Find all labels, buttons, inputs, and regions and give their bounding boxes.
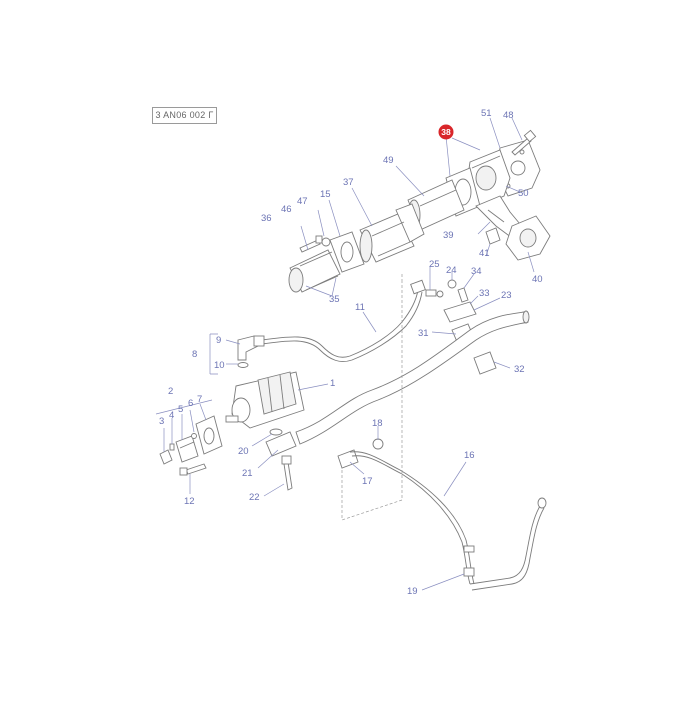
bolt-12 xyxy=(179,463,207,476)
callout-35: 35 xyxy=(329,294,340,305)
callout-21: 21 xyxy=(242,468,253,479)
callout-46: 46 xyxy=(281,204,292,215)
callout-18: 18 xyxy=(372,418,383,429)
callout-15: 15 xyxy=(320,189,331,200)
callout-37: 37 xyxy=(343,177,354,188)
callout-16: 16 xyxy=(464,450,475,461)
callout-2: 2 xyxy=(168,386,173,397)
fitting-19 xyxy=(463,567,475,577)
callout-24: 24 xyxy=(446,265,457,276)
fitting-18 xyxy=(372,438,384,450)
callout-19: 19 xyxy=(407,586,418,597)
flange-21 xyxy=(265,431,297,457)
leader-lines xyxy=(163,117,535,591)
callout-3: 3 xyxy=(159,416,164,427)
callout-47: 47 xyxy=(297,196,308,207)
clamp-32 xyxy=(473,351,497,375)
bracket-8-lines xyxy=(209,333,218,375)
callout-32: 32 xyxy=(514,364,525,375)
group-2-line xyxy=(155,399,213,415)
nut-3 xyxy=(159,449,173,465)
o-ring-10 xyxy=(237,362,249,368)
callout-9: 9 xyxy=(216,335,221,346)
nut-47 xyxy=(321,237,331,247)
callout-41: 41 xyxy=(479,248,490,259)
callout-4: 4 xyxy=(169,410,174,421)
flange-gasket-15 xyxy=(329,231,365,273)
fitting-17 xyxy=(337,449,359,469)
callout-31: 31 xyxy=(418,328,429,339)
callout-23: 23 xyxy=(501,290,512,301)
bolt-22 xyxy=(281,455,293,491)
callout-39: 39 xyxy=(443,230,454,241)
guide-line-a xyxy=(341,274,403,521)
silencer-37 xyxy=(359,203,425,263)
bolt-48 xyxy=(511,129,537,156)
callout-22: 22 xyxy=(249,492,260,503)
hydraulic-pump-1 xyxy=(225,371,305,429)
callout-38[interactable]: 38 xyxy=(441,127,451,137)
coupling-5 xyxy=(175,435,199,463)
elbow-housing-50 xyxy=(465,149,511,207)
o-ring-20 xyxy=(269,428,283,436)
callout-34: 34 xyxy=(471,266,482,277)
highlighted-callout-38[interactable]: 38 xyxy=(438,124,454,140)
callout-17: 17 xyxy=(362,476,373,487)
callout-7: 7 xyxy=(197,394,202,405)
callout-12: 12 xyxy=(184,496,195,507)
pressure-line-16 xyxy=(349,451,547,591)
key-4 xyxy=(169,443,175,451)
callout-49: 49 xyxy=(383,155,394,166)
callout-11: 11 xyxy=(355,302,365,313)
gasket-7 xyxy=(195,415,223,455)
bracket-33 xyxy=(443,301,477,323)
callout-5: 5 xyxy=(178,404,183,415)
elbow-fitting-9 xyxy=(237,335,265,361)
callout-8: 8 xyxy=(192,349,197,360)
washer-24 xyxy=(447,279,457,289)
delivery-tube-23 xyxy=(295,310,530,445)
washer-6 xyxy=(191,433,197,439)
callout-33: 33 xyxy=(479,288,490,299)
hydraulic-line-11 xyxy=(261,279,426,362)
callout-labels: 1 2 3 4 5 6 7 8 9 10 11 12 15 16 17 18 1… xyxy=(159,108,543,597)
tailpipe-36 xyxy=(288,249,341,293)
callout-1: 1 xyxy=(330,378,335,389)
callout-6: 6 xyxy=(188,398,193,409)
callout-20: 20 xyxy=(238,446,249,457)
callout-25: 25 xyxy=(429,259,440,270)
callout-48: 48 xyxy=(503,110,514,121)
clamp-41 xyxy=(485,227,501,245)
callout-40: 40 xyxy=(532,274,543,285)
callout-51: 51 xyxy=(481,108,492,119)
pin-34 xyxy=(457,287,469,303)
highlight-marker[interactable] xyxy=(438,124,454,140)
flange-40 xyxy=(505,215,551,261)
callout-50: 50 xyxy=(518,188,529,199)
bolt-46 xyxy=(299,235,323,253)
reference-code: 3 AN06 002 Г xyxy=(152,107,217,124)
callout-10: 10 xyxy=(214,360,225,371)
callout-36: 36 xyxy=(261,213,272,224)
bolt-25 xyxy=(425,289,444,298)
